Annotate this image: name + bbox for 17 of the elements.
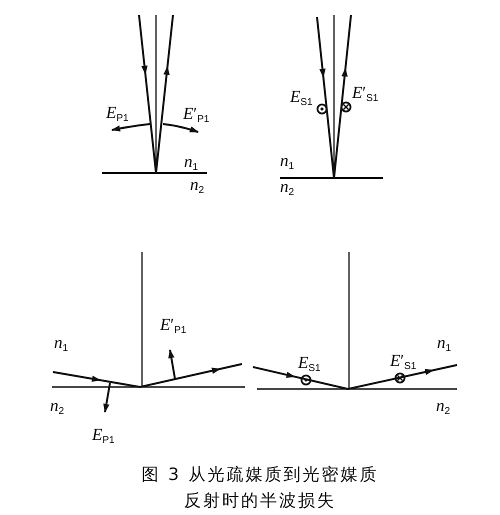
symbol-label: n$_{2}$ xyxy=(280,178,294,200)
symbol-label: E$_{S1}$ xyxy=(290,88,313,110)
symbol-label: E′$_{S1}$ xyxy=(390,352,416,374)
symbol-label: n$_{1}$ xyxy=(54,334,68,356)
symbol-label: n$_{1}$ xyxy=(280,152,294,174)
symbol-label: E′$_{P1}$ xyxy=(160,316,186,338)
symbol-label: E$_{P1}$ xyxy=(106,104,129,126)
symbol-label: n$_{1}$ xyxy=(437,334,452,356)
symbol-label: E$_{S1}$ xyxy=(298,354,321,376)
symbol-label: n$_{2}$ xyxy=(436,397,450,419)
symbol-label: n$_{1}$ xyxy=(184,153,198,175)
symbol-label: E′$_{S1}$ xyxy=(352,84,378,106)
symbol-label: E′$_{P1}$ xyxy=(183,105,210,127)
figure-caption: 图 3 从光疏媒质到光密媒质反射时的半波损失 xyxy=(140,464,380,513)
symbol-label: n$_{2}$ xyxy=(50,397,64,419)
symbol-label: n$_{2}$ xyxy=(190,176,204,198)
symbol-label: E$_{P1}$ xyxy=(92,426,115,448)
